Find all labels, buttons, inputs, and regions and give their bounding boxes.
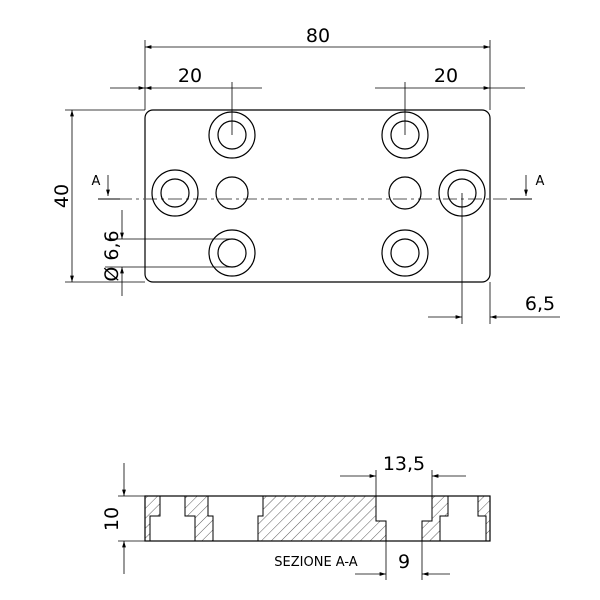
svg-text:A: A xyxy=(92,174,101,189)
dim-text-20-left: 20 xyxy=(178,65,202,87)
plan-view: 80 20 20 40 Ø 6,6 6,5 A xyxy=(51,25,560,324)
hole-mid-left-outer xyxy=(151,169,199,217)
hole-mid-left-inner xyxy=(215,176,249,210)
dim-text-65: 6,5 xyxy=(525,293,555,315)
dim-text-80: 80 xyxy=(306,25,330,47)
dim-text-9: 9 xyxy=(398,551,410,573)
svg-text:A: A xyxy=(536,174,545,189)
section-title: SEZIONE A-A xyxy=(274,555,358,570)
hole-bottom-right xyxy=(381,229,429,277)
section-outline xyxy=(144,495,491,542)
hole-bottom-left xyxy=(208,229,256,277)
section-view: 10 13,5 9 SEZIONE A-A xyxy=(101,453,491,580)
dim-text-diameter: Ø 6,6 xyxy=(101,230,123,281)
dim-text-40: 40 xyxy=(51,184,73,208)
plate-outline xyxy=(144,109,491,283)
hole-mid-right-inner xyxy=(388,176,422,210)
section-marker-right: A xyxy=(510,174,545,200)
dim-text-20-right: 20 xyxy=(434,65,458,87)
dim-text-135: 13,5 xyxy=(383,453,425,475)
dim-text-10: 10 xyxy=(101,507,123,531)
section-body xyxy=(144,495,491,542)
section-marker-left: A xyxy=(92,174,120,200)
